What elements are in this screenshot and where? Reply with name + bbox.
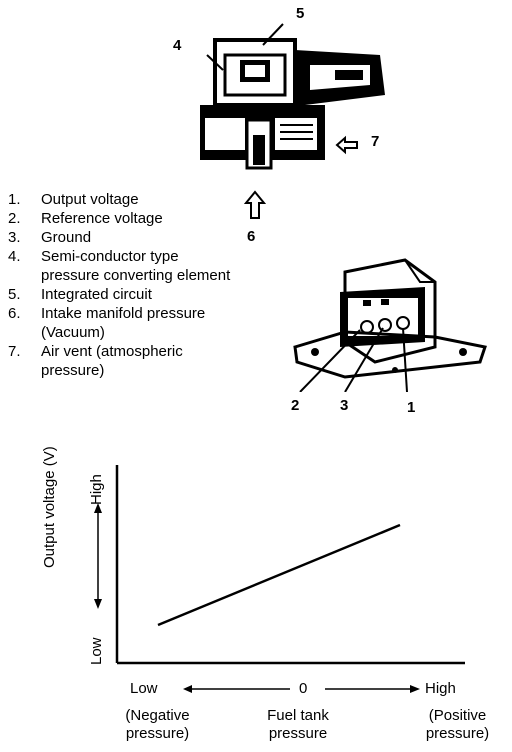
x-axis-title: Fuel tank pressure bbox=[267, 707, 329, 742]
legend-item: 1. Output voltage bbox=[8, 191, 139, 208]
intake-arrow-icon bbox=[243, 190, 267, 219]
legend-item: 2. Reference voltage bbox=[8, 210, 163, 227]
series-line bbox=[157, 523, 401, 627]
callout-7: 7 bbox=[371, 133, 380, 150]
legend-list: 1. Output voltage 2. Reference voltage 3… bbox=[8, 190, 258, 380]
y-low-label: Low bbox=[88, 637, 105, 665]
legend-item: 6. Intake manifold pressure (Vacuum) bbox=[8, 305, 206, 341]
sensor-cross-section bbox=[200, 23, 385, 170]
legend-item: 3. Ground bbox=[8, 229, 92, 246]
x-zero-label: 0 bbox=[299, 680, 308, 697]
callout-3: 3 bbox=[340, 397, 349, 414]
voltage-pressure-graph bbox=[94, 465, 465, 693]
callout-6: 6 bbox=[247, 228, 256, 245]
x-high-note: (Positive pressure) bbox=[425, 707, 490, 742]
connector-drawing bbox=[293, 258, 487, 392]
x-low-label: Low bbox=[130, 680, 158, 697]
callout-5: 5 bbox=[296, 5, 305, 22]
callout-4: 4 bbox=[173, 37, 182, 54]
y-high-label: High bbox=[88, 474, 105, 505]
callout-1: 1 bbox=[407, 399, 416, 416]
legend-item: 5. Integrated circuit bbox=[8, 286, 152, 303]
x-low-note: (Negative pressure) bbox=[125, 707, 190, 742]
legend-item: 4. Semi-conductor type pressure converti… bbox=[8, 248, 231, 284]
callout-2: 2 bbox=[291, 397, 300, 414]
x-high-label: High bbox=[425, 680, 456, 697]
legend-item: 7. Air vent (atmospheric pressure) bbox=[8, 343, 183, 379]
y-axis-label: Output voltage (V) bbox=[41, 446, 58, 568]
